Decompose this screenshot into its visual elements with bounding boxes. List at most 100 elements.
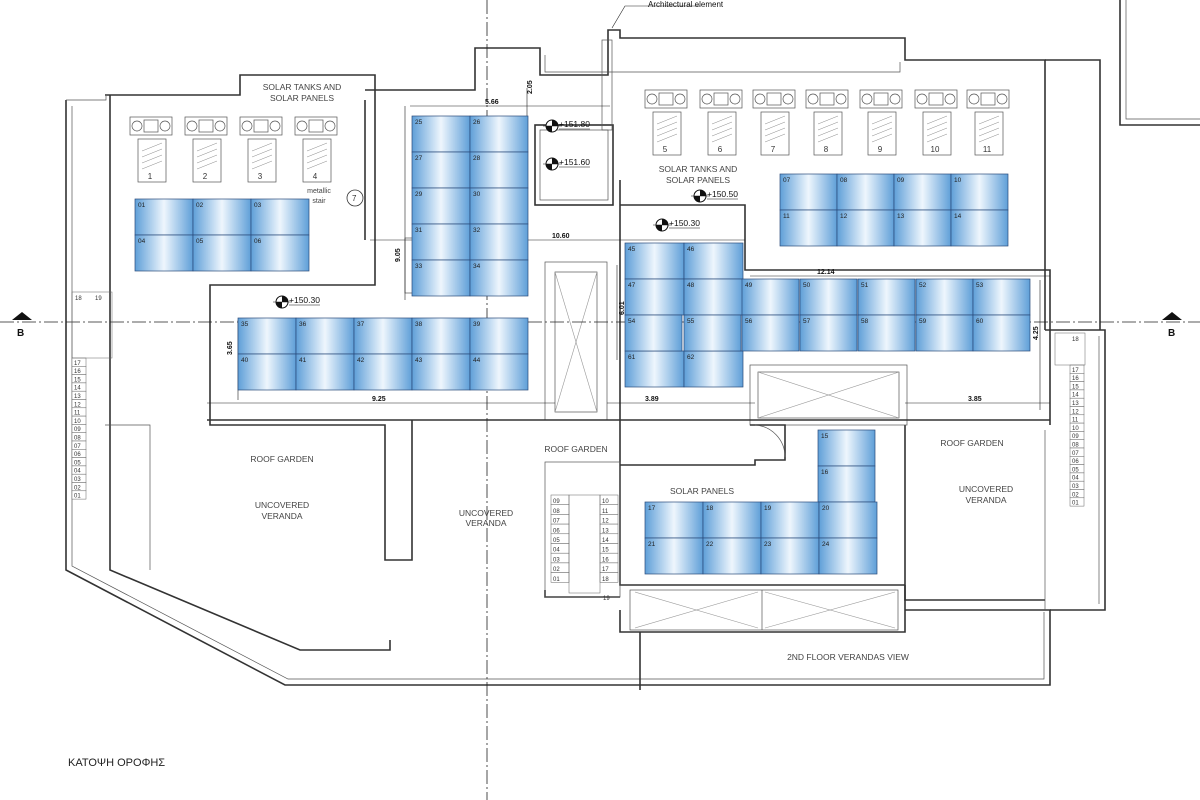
panel-number: 17 [648, 505, 656, 512]
panel-number: 35 [241, 321, 249, 328]
architectural-element-annotation: Architectural element [611, 0, 724, 29]
solar-panel [644, 537, 704, 575]
svg-text:Architectural element: Architectural element [648, 0, 724, 9]
panel-number: 13 [897, 213, 905, 220]
solar-panel [950, 209, 1009, 247]
panel-number: 01 [138, 202, 146, 209]
panel-number: 56 [745, 318, 753, 325]
stair-step-number: 08 [74, 436, 81, 442]
stair-step-number: 06 [553, 528, 560, 534]
solar-panel [192, 234, 252, 272]
solar-panel [915, 278, 974, 316]
svg-text:B: B [1168, 328, 1175, 339]
stair-step-number: 19 [603, 596, 610, 602]
panel-number: 49 [745, 282, 753, 289]
dimension-label: 12.14 [817, 269, 835, 276]
solar-tank: 7 [752, 89, 796, 156]
stair-step-number: 15 [1072, 384, 1079, 390]
solar-panel [702, 537, 762, 575]
panel-number: 26 [473, 119, 481, 126]
panel-number: 04 [138, 238, 146, 245]
solar-panel [857, 278, 916, 316]
panel-number: 42 [357, 357, 365, 364]
solar-panel [624, 350, 685, 388]
stair-step-number: 06 [74, 452, 81, 458]
panel-number: 46 [687, 246, 695, 253]
panel-number: 52 [919, 282, 927, 289]
panel-number: 02 [196, 202, 204, 209]
panel-number: 53 [976, 282, 984, 289]
panel-number: 38 [415, 321, 423, 328]
stair-step-number: 05 [74, 460, 81, 466]
stair-step-number: 17 [1072, 368, 1079, 374]
solar-tank: 8 [805, 89, 849, 156]
stair-step-number: 09 [74, 427, 81, 433]
solar-panel [295, 353, 355, 391]
solar-panel [411, 353, 471, 391]
stair-step-number: 04 [553, 548, 560, 554]
dimension-label: 3.65 [227, 341, 234, 355]
svg-text:B: B [17, 328, 24, 339]
panel-number: 32 [473, 227, 481, 234]
solar-panel [353, 317, 413, 355]
panel-number: 36 [299, 321, 307, 328]
panel-number: 31 [415, 227, 423, 234]
solar-tank: 2 [184, 116, 228, 183]
stair-step-number: 12 [602, 519, 609, 525]
tank-number: 3 [258, 172, 263, 181]
solar-panel [411, 151, 471, 189]
panel-number: 23 [764, 541, 772, 548]
stair-step-number: 07 [553, 519, 560, 525]
stair-step-number: 09 [553, 499, 560, 505]
solar-panel [817, 429, 876, 467]
panel-number: 19 [764, 505, 772, 512]
solar-tank: 1 [129, 116, 173, 183]
solar-panel [469, 317, 529, 355]
stair-step-number: 10 [1072, 426, 1079, 432]
dimension-label: 2.05 [527, 80, 534, 94]
panel-number: 30 [473, 191, 481, 198]
stair-step-number: 07 [1072, 451, 1079, 457]
stair-step-number: 04 [1072, 476, 1079, 482]
solar-panel [950, 173, 1009, 211]
svg-text:7: 7 [352, 194, 357, 203]
panel-number: 60 [976, 318, 984, 325]
panel-number: 40 [241, 357, 249, 364]
solar-panel [683, 314, 742, 352]
stair-step-number: 17 [74, 361, 81, 367]
stair-step-number: 07 [74, 444, 81, 450]
solar-panel [469, 353, 529, 391]
level-label: +150.50 [707, 189, 738, 199]
panel-number: 09 [897, 177, 905, 184]
panel-number: 48 [687, 282, 695, 289]
stair-step-number: 10 [74, 419, 81, 425]
drawing-title: ΚΑΤΟΨΗ ΟΡΟΦΗΣ [68, 757, 165, 769]
panel-number: 58 [861, 318, 869, 325]
stair-step-number: 02 [74, 485, 81, 491]
panel-number: 08 [840, 177, 848, 184]
stair-step-number: 14 [74, 386, 81, 392]
stair-step-number: 04 [74, 469, 81, 475]
solar-panel [972, 314, 1031, 352]
panel-number: 05 [196, 238, 204, 245]
solar-panel [799, 314, 858, 352]
panel-number: 24 [822, 541, 830, 548]
dimension-label: 10.60 [552, 233, 570, 240]
stair-step-number: 19 [95, 296, 102, 302]
tank-number: 9 [878, 145, 883, 154]
stair-step-number: 17 [602, 567, 609, 573]
level-markers: +151.80+151.60+150.50+150.30+150.30 [273, 119, 738, 309]
stair-step-number: 11 [1072, 418, 1079, 424]
